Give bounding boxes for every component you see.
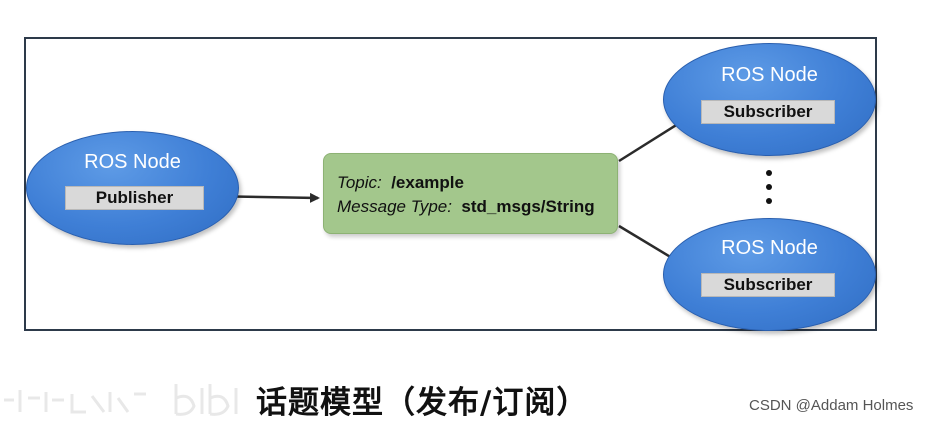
topic-box: Topic: /example Message Type: std_msgs/S… bbox=[323, 153, 618, 234]
subscriber-role-label: Subscriber bbox=[701, 273, 835, 297]
topic-line: Topic: /example bbox=[337, 171, 617, 195]
message-type-line: Message Type: std_msgs/String bbox=[337, 195, 617, 219]
subscriber-node: ROS Node Subscriber bbox=[663, 43, 876, 156]
subscriber-node-title: ROS Node bbox=[721, 237, 818, 259]
more-subscribers-ellipsis bbox=[764, 170, 774, 212]
message-type-value: std_msgs/String bbox=[461, 197, 595, 216]
subscriber-role-label: Subscriber bbox=[701, 100, 835, 124]
publisher-node: ROS Node Publisher bbox=[26, 131, 239, 245]
message-type-key: Message Type: bbox=[337, 197, 452, 216]
author-credit: CSDN @Addam Holmes bbox=[749, 397, 914, 414]
topic-key: Topic: bbox=[337, 173, 382, 192]
diagram-caption: 话题模型（发布/订阅） bbox=[256, 385, 589, 421]
topic-value: /example bbox=[391, 173, 464, 192]
publisher-node-title: ROS Node bbox=[84, 151, 181, 173]
bilibili-logo-icon bbox=[4, 384, 238, 416]
subscriber-node: ROS Node Subscriber bbox=[663, 218, 876, 331]
publisher-role-label: Publisher bbox=[65, 186, 204, 210]
subscriber-node-title: ROS Node bbox=[721, 64, 818, 86]
